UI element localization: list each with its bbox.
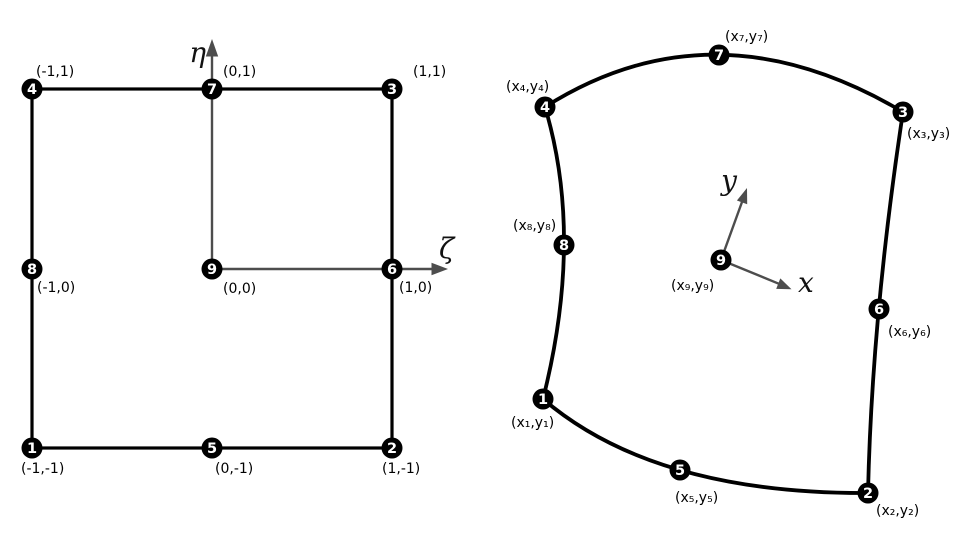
mapped-element-outline — [541, 52, 905, 495]
node-6: 6 — [381, 258, 403, 280]
node-5: 5 — [201, 437, 223, 459]
node-5: 5 — [669, 459, 691, 481]
node-4-coordinates: (-1,1) — [36, 64, 74, 80]
svg-text:9: 9 — [207, 262, 217, 278]
svg-text:3: 3 — [898, 105, 908, 121]
node-1-coordinates: (-1,-1) — [21, 461, 64, 477]
node-9: 9 — [710, 249, 732, 271]
node-6-coordinates: (x₆,y₆) — [888, 324, 931, 340]
node-2-coordinates: (1,-1) — [382, 461, 420, 477]
node-8: 8 — [21, 258, 43, 280]
natural-coordinates-diagram: η ζ 1 (-1,-1) 2 (1,-1) 3 (1,1) 4 (-1,1) … — [21, 36, 456, 477]
node-4: 4 — [21, 78, 43, 100]
x-axis-label: x — [798, 266, 814, 299]
node-4: 4 — [534, 96, 556, 118]
x-axis-arrowhead-icon — [776, 278, 792, 290]
svg-text:4: 4 — [27, 82, 37, 98]
node-3: 3 — [381, 78, 403, 100]
node-2-coordinates: (x₂,y₂) — [876, 503, 919, 519]
node-5-coordinates: (x₅,y₅) — [675, 490, 718, 506]
svg-text:5: 5 — [675, 463, 685, 479]
node-5-coordinates: (0,-1) — [215, 461, 253, 477]
zeta-axis-label: ζ — [439, 232, 456, 265]
svg-text:8: 8 — [27, 262, 37, 278]
node-9-coordinates: (x₉,y₉) — [671, 278, 714, 294]
svg-text:3: 3 — [387, 82, 397, 98]
eta-axis-label: η — [189, 36, 206, 69]
zeta-axis-arrowhead-icon — [431, 262, 448, 276]
eta-axis-arrowhead-icon — [205, 39, 219, 57]
svg-text:1: 1 — [538, 392, 548, 408]
node-1: 1 — [532, 388, 554, 410]
node-9-coordinates: (0,0) — [223, 281, 256, 297]
node-6: 6 — [868, 298, 890, 320]
y-axis-label: y — [719, 164, 738, 197]
node-9: 9 — [201, 258, 223, 280]
node-2: 2 — [381, 437, 403, 459]
svg-text:2: 2 — [387, 441, 397, 457]
svg-text:7: 7 — [714, 48, 724, 64]
node-7: 7 — [708, 44, 730, 66]
node-1: 1 — [21, 437, 43, 459]
node-1-coordinates: (x₁,y₁) — [511, 415, 554, 431]
svg-text:5: 5 — [207, 441, 217, 457]
svg-text:9: 9 — [716, 253, 726, 269]
svg-text:4: 4 — [540, 100, 550, 116]
node-7-coordinates: (x₇,y₇) — [725, 29, 768, 45]
node-3: 3 — [892, 101, 914, 123]
svg-text:8: 8 — [559, 238, 569, 254]
node-6-coordinates: (1,0) — [399, 280, 432, 296]
svg-text:6: 6 — [387, 262, 397, 278]
node-2: 2 — [857, 482, 879, 504]
node-8-coordinates: (x₈,y₈) — [513, 218, 556, 234]
svg-text:6: 6 — [874, 302, 884, 318]
physical-coordinates-diagram: y x 1 (x₁,y₁) 2 (x₂,y₂) 3 (x₃,y₃) 4 (x₄,… — [506, 29, 950, 519]
svg-text:2: 2 — [863, 486, 873, 502]
node-3-coordinates: (1,1) — [413, 64, 446, 80]
node-8-coordinates: (-1,0) — [37, 280, 75, 296]
svg-text:1: 1 — [27, 441, 37, 457]
y-axis-arrowhead-icon — [736, 188, 748, 205]
svg-text:7: 7 — [207, 82, 217, 98]
node-7: 7 — [201, 78, 223, 100]
node-3-coordinates: (x₃,y₃) — [907, 126, 950, 142]
node-4-coordinates: (x₄,y₄) — [506, 79, 549, 95]
node-8: 8 — [553, 234, 575, 256]
node-7-coordinates: (0,1) — [223, 64, 256, 80]
